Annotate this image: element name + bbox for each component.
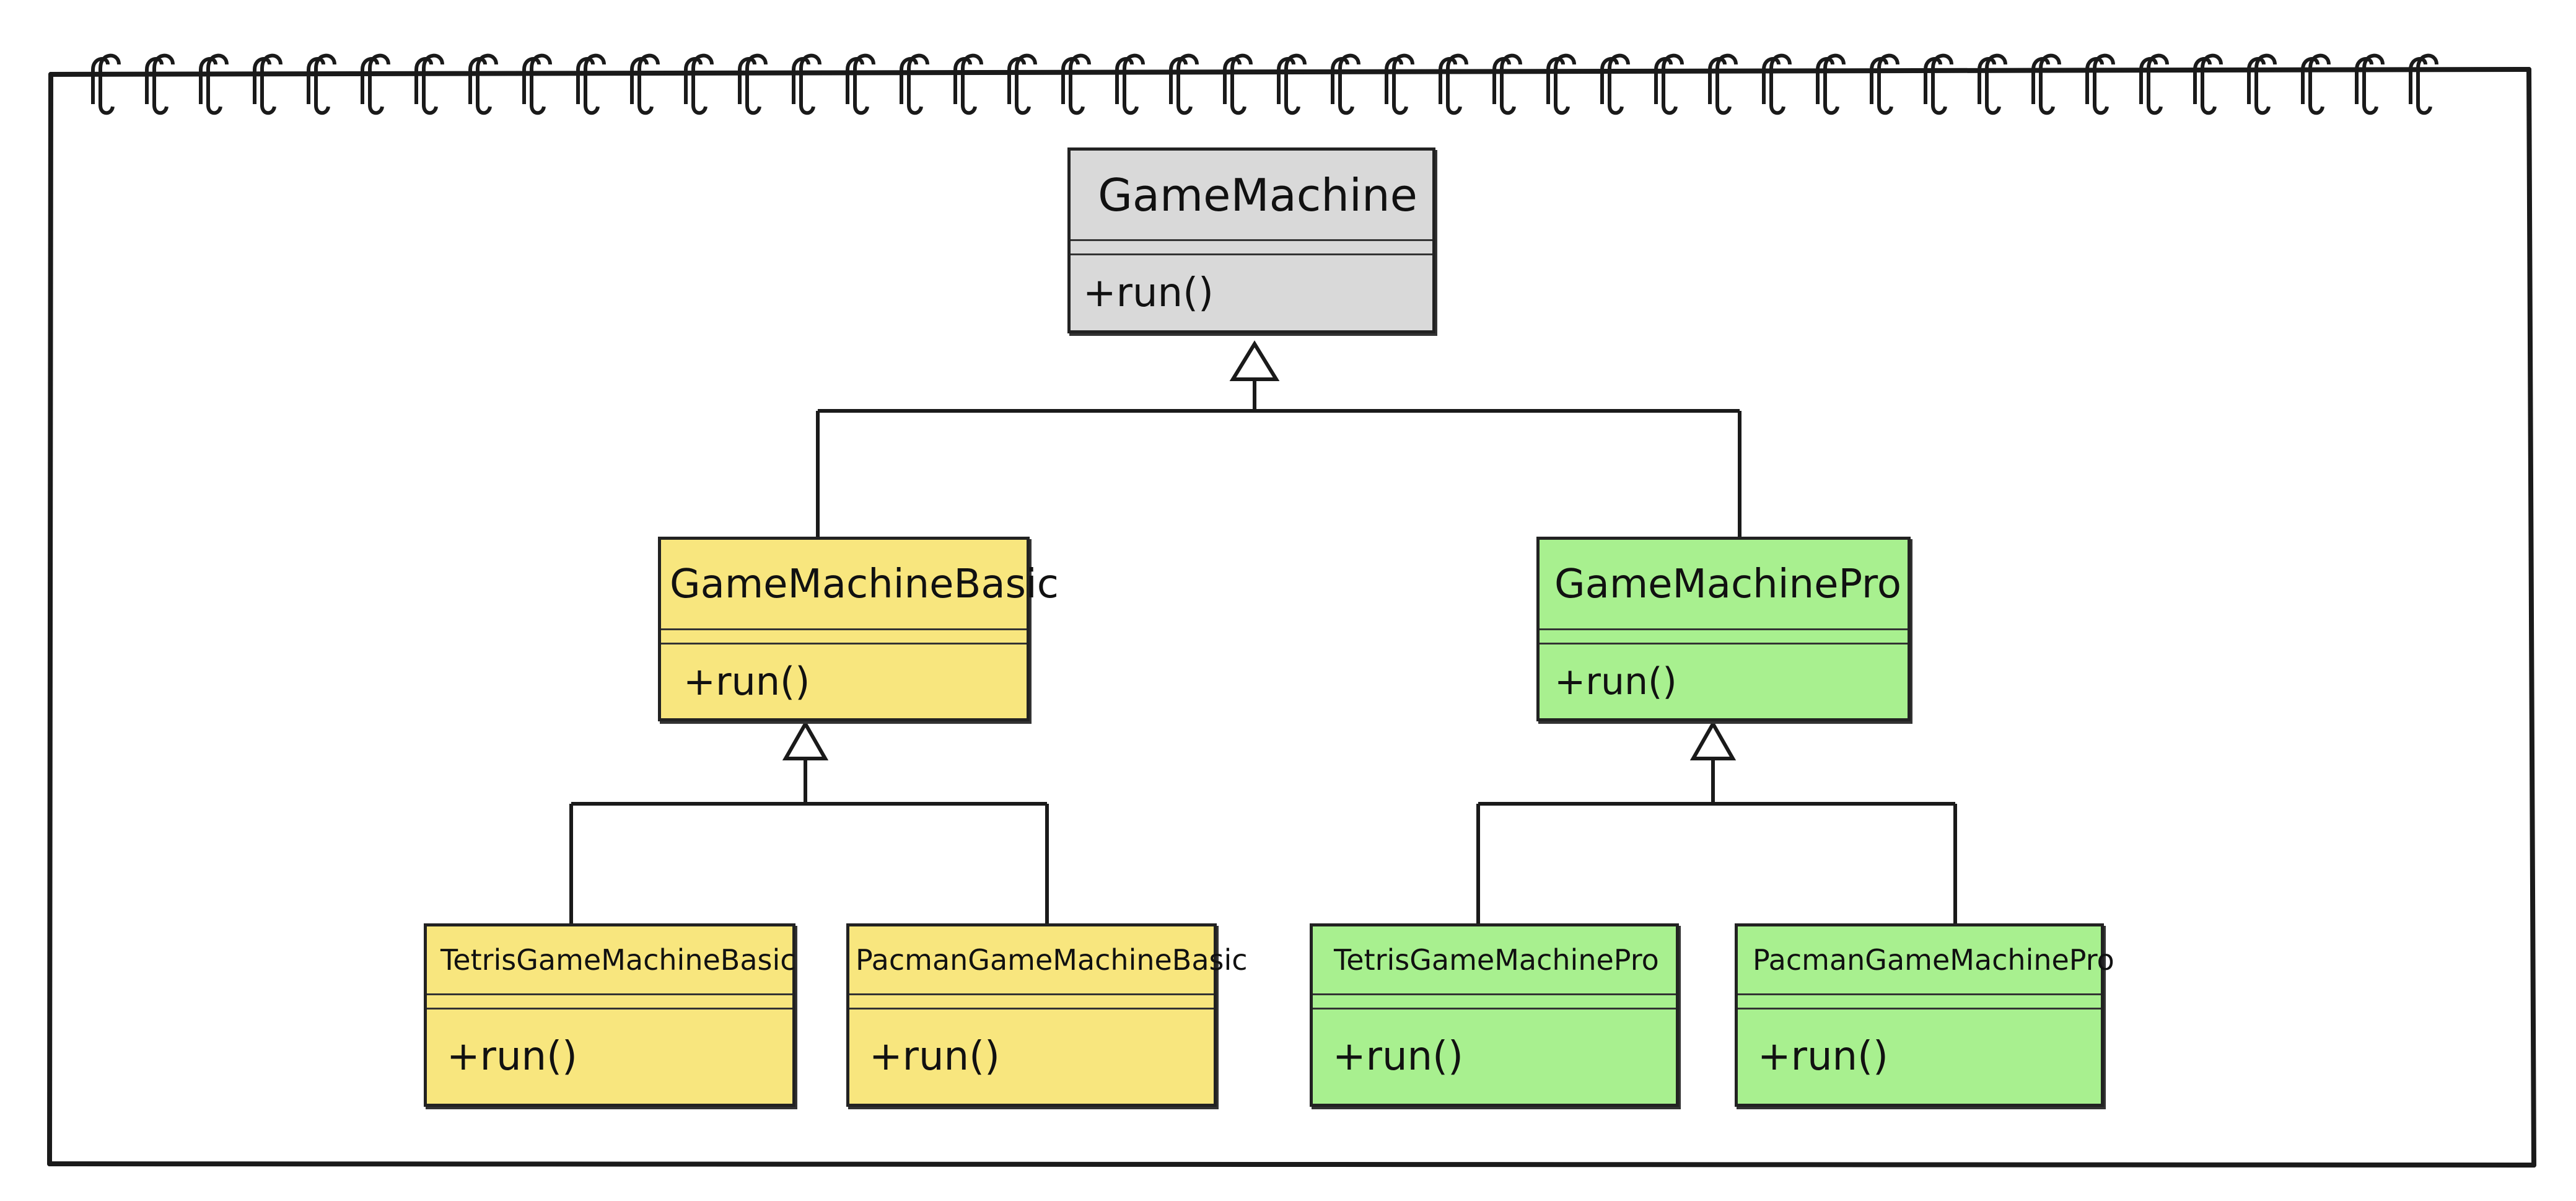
- spiral-ring-icon: [1816, 53, 1846, 115]
- spiral-ring-icon: [199, 53, 229, 115]
- method-run: +run(): [869, 1034, 1000, 1080]
- spiral-ring-icon: [91, 53, 121, 115]
- spiral-ring-icon: [1007, 53, 1037, 115]
- attributes-section: [1540, 628, 1908, 644]
- class-name: PacmanGameMachinePro: [1753, 943, 2114, 977]
- class-tetrisgamemachinepro: TetrisGameMachinePro +run(): [1310, 923, 1679, 1107]
- method-run: +run(): [683, 659, 810, 704]
- spiral-ring-icon: [846, 53, 875, 115]
- spiral-ring-icon: [684, 53, 714, 115]
- spiral-ring-icon: [1924, 53, 1953, 115]
- inheritance-arrow-icon: [782, 719, 829, 760]
- spiral-ring-icon: [2193, 53, 2223, 115]
- spiral-ring-icon: [361, 53, 390, 115]
- spiral-ring-icon: [1600, 53, 1630, 115]
- attributes-section: [1738, 993, 2101, 1010]
- spiral-ring-icon: [1331, 53, 1360, 115]
- spiral-ring-icon: [1223, 53, 1253, 115]
- spiral-ring-icon: [792, 53, 821, 115]
- spiral-ring-icon: [1277, 53, 1307, 115]
- spiral-ring-icon: [2409, 53, 2438, 115]
- attributes-section: [1313, 993, 1676, 1010]
- spiral-ring-icon: [145, 53, 175, 115]
- class-name: TetrisGameMachinePro: [1334, 943, 1659, 977]
- attributes-section: [1071, 239, 1432, 255]
- inheritance-arrow-icon: [1229, 340, 1280, 381]
- class-name: TetrisGameMachineBasic: [440, 943, 796, 977]
- spiral-ring-icon: [1762, 53, 1792, 115]
- attributes-section: [849, 993, 1214, 1010]
- spiral-ring-icon: [2139, 53, 2169, 115]
- inheritance-arrow-icon: [1689, 719, 1737, 760]
- spiral-ring-icon: [1169, 53, 1199, 115]
- class-pacmangamemachinebasic: PacmanGameMachineBasic +run(): [846, 923, 1248, 1107]
- spiral-ring-icon: [522, 53, 552, 115]
- spiral-ring-icon: [2355, 53, 2385, 115]
- spiral-ring-icon: [1061, 53, 1091, 115]
- spiral-ring-icon: [1708, 53, 1738, 115]
- method-run: +run(): [1554, 659, 1677, 703]
- method-run: +run(): [447, 1034, 577, 1080]
- spiral-ring-icon: [1115, 53, 1145, 115]
- spiral-ring-icon: [2301, 53, 2331, 115]
- spiral-ring-icon: [1654, 53, 1684, 115]
- spiral-ring-icon: [307, 53, 336, 115]
- spiral-ring-icon: [414, 53, 444, 115]
- spiral-ring-icon: [953, 53, 983, 115]
- spiral-ring-icon: [1870, 53, 1899, 115]
- spiral-ring-icon: [630, 53, 660, 115]
- spiral-ring-icon: [1492, 53, 1522, 115]
- spiral-binding-icon: [91, 53, 2438, 115]
- spiral-ring-icon: [2247, 53, 2277, 115]
- class-name: GameMachinePro: [1554, 561, 1901, 607]
- class-gamemachinepro: GameMachinePro +run(): [1536, 537, 1911, 721]
- spiral-ring-icon: [900, 53, 929, 115]
- spiral-ring-icon: [253, 53, 283, 115]
- class-name: GameMachineBasic: [670, 561, 1059, 607]
- attributes-section: [661, 628, 1027, 644]
- spiral-ring-icon: [2085, 53, 2115, 115]
- inheritance-connectors: [569, 340, 1957, 925]
- spiral-ring-icon: [1978, 53, 2007, 115]
- spiral-ring-icon: [468, 53, 498, 115]
- attributes-section: [427, 993, 792, 1010]
- spiral-ring-icon: [2031, 53, 2061, 115]
- spiral-ring-icon: [1546, 53, 1576, 115]
- class-name: GameMachine: [1098, 169, 1417, 221]
- class-tetrisgamemachinebasic: TetrisGameMachineBasic +run(): [424, 923, 796, 1107]
- class-name: PacmanGameMachineBasic: [856, 943, 1248, 977]
- method-run: +run(): [1083, 270, 1214, 316]
- method-run: +run(): [1333, 1034, 1463, 1080]
- page-border: [47, 67, 2536, 1168]
- class-gamemachine: GameMachine +run(): [1067, 147, 1435, 333]
- class-gamemachinebasic: GameMachineBasic +run(): [658, 537, 1059, 721]
- class-pacmangamemachinepro: PacmanGameMachinePro +run(): [1735, 923, 2114, 1107]
- method-run: +run(): [1758, 1034, 1888, 1080]
- spiral-ring-icon: [738, 53, 768, 115]
- spiral-ring-icon: [1439, 53, 1468, 115]
- spiral-ring-icon: [576, 53, 606, 115]
- spiral-ring-icon: [1385, 53, 1414, 115]
